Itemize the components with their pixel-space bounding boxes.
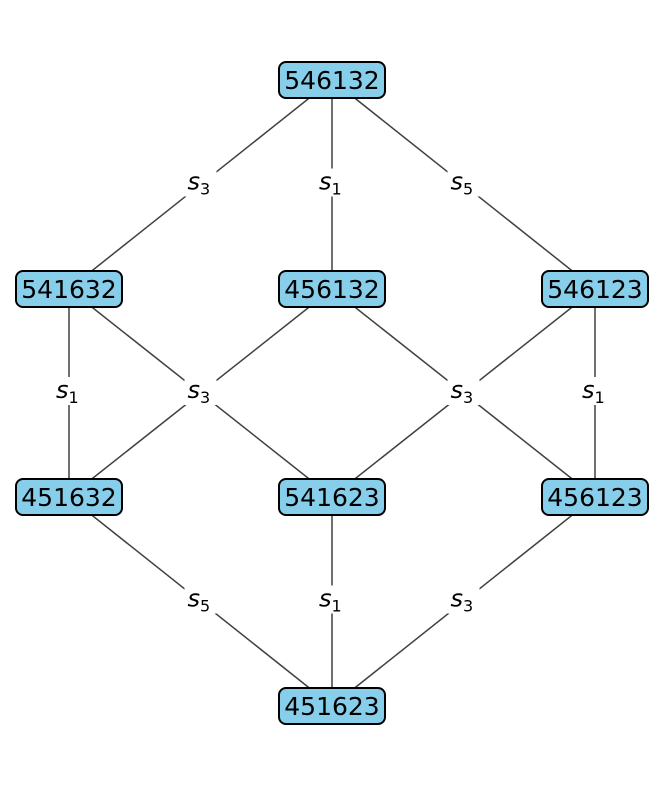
node-label: 451623 <box>284 692 379 721</box>
edge-label-text: s3 <box>451 376 474 407</box>
node-label: 456123 <box>547 483 642 512</box>
node-456123: 456123 <box>541 478 649 516</box>
edge-label-subscript: 5 <box>200 597 210 616</box>
edge-label-subscript: 3 <box>200 388 210 407</box>
node-box <box>278 270 386 308</box>
node-box <box>541 270 649 308</box>
node-box <box>15 270 123 308</box>
edge-label-background <box>316 585 348 614</box>
node-451623: 451623 <box>278 687 386 725</box>
edge-label: s5 <box>184 585 217 616</box>
node-box <box>15 478 123 516</box>
edge-label-subscript: 3 <box>463 388 473 407</box>
node-label: 546132 <box>284 66 379 95</box>
edge-label-background <box>447 377 480 405</box>
node-box <box>278 478 386 516</box>
edge-label-letter: s <box>188 585 201 613</box>
node-541632: 541632 <box>15 270 123 308</box>
edge-label: s1 <box>53 376 85 407</box>
edge-label-text: s3 <box>188 168 211 199</box>
edge-label: s3 <box>447 376 480 407</box>
node-541623: 541623 <box>278 478 386 516</box>
edge-label: s1 <box>316 168 348 199</box>
edge-label-background <box>184 168 217 197</box>
edge-label-background <box>316 168 348 197</box>
node-box <box>278 61 386 99</box>
node-label: 541623 <box>284 483 379 512</box>
edge-label-subscript: 1 <box>69 388 79 407</box>
edge-label-subscript: 1 <box>332 597 342 616</box>
edge-label-text: s5 <box>451 168 474 199</box>
node-456132: 456132 <box>278 270 386 308</box>
edge-label-background <box>184 585 217 614</box>
node-546123: 546123 <box>541 270 649 308</box>
edge-label-letter: s <box>451 376 464 404</box>
edge-label-background <box>447 585 480 614</box>
edge-label-subscript: 3 <box>463 597 473 616</box>
node-label: 456132 <box>284 275 379 304</box>
edge-label-background <box>579 377 611 405</box>
edge-label: s3 <box>184 168 217 199</box>
edge-label-subscript: 1 <box>332 180 342 199</box>
edge-label-letter: s <box>56 376 69 404</box>
node-546132: 546132 <box>278 61 386 99</box>
edge-label-subscript: 5 <box>463 180 473 199</box>
edge-label-letter: s <box>188 168 201 196</box>
nodes-layer: 546132 541632 456132 546123 451632 541623 4561… <box>15 61 649 725</box>
node-451632: 451632 <box>15 478 123 516</box>
edge-label-background <box>53 377 85 405</box>
edge-label-text: s5 <box>188 585 211 616</box>
node-label: 546123 <box>547 275 642 304</box>
node-label: 451632 <box>21 483 116 512</box>
edge-label-subscript: 1 <box>595 388 605 407</box>
edge-label-letter: s <box>451 168 464 196</box>
edge-label: s5 <box>447 168 480 199</box>
edge-label: s1 <box>316 585 348 616</box>
edge-label-subscript: 3 <box>200 180 210 199</box>
edge-label: s3 <box>184 376 217 407</box>
edge-label: s3 <box>447 585 480 616</box>
node-box <box>541 478 649 516</box>
edge-label-letter: s <box>451 585 464 613</box>
node-label: 541632 <box>21 275 116 304</box>
edge-labels-layer: s3s1s5s1s3s3s3s3s1s5s1s3 <box>53 168 611 616</box>
edge-label-background <box>184 377 217 405</box>
edge-label-text: s1 <box>319 585 342 616</box>
edge-label-text: s1 <box>56 376 79 407</box>
edge-label-letter: s <box>188 376 201 404</box>
edge-label: s1 <box>579 376 611 407</box>
edge-label-background <box>447 168 480 197</box>
edge-label-letter: s <box>582 376 595 404</box>
node-box <box>278 687 386 725</box>
edge-label-text: s1 <box>319 168 342 199</box>
edge-label-text: s1 <box>582 376 605 407</box>
edge-label-letter: s <box>319 585 332 613</box>
edge-label-letter: s <box>319 168 332 196</box>
edge-label-text: s3 <box>188 376 211 407</box>
edge-label-text: s3 <box>451 585 474 616</box>
